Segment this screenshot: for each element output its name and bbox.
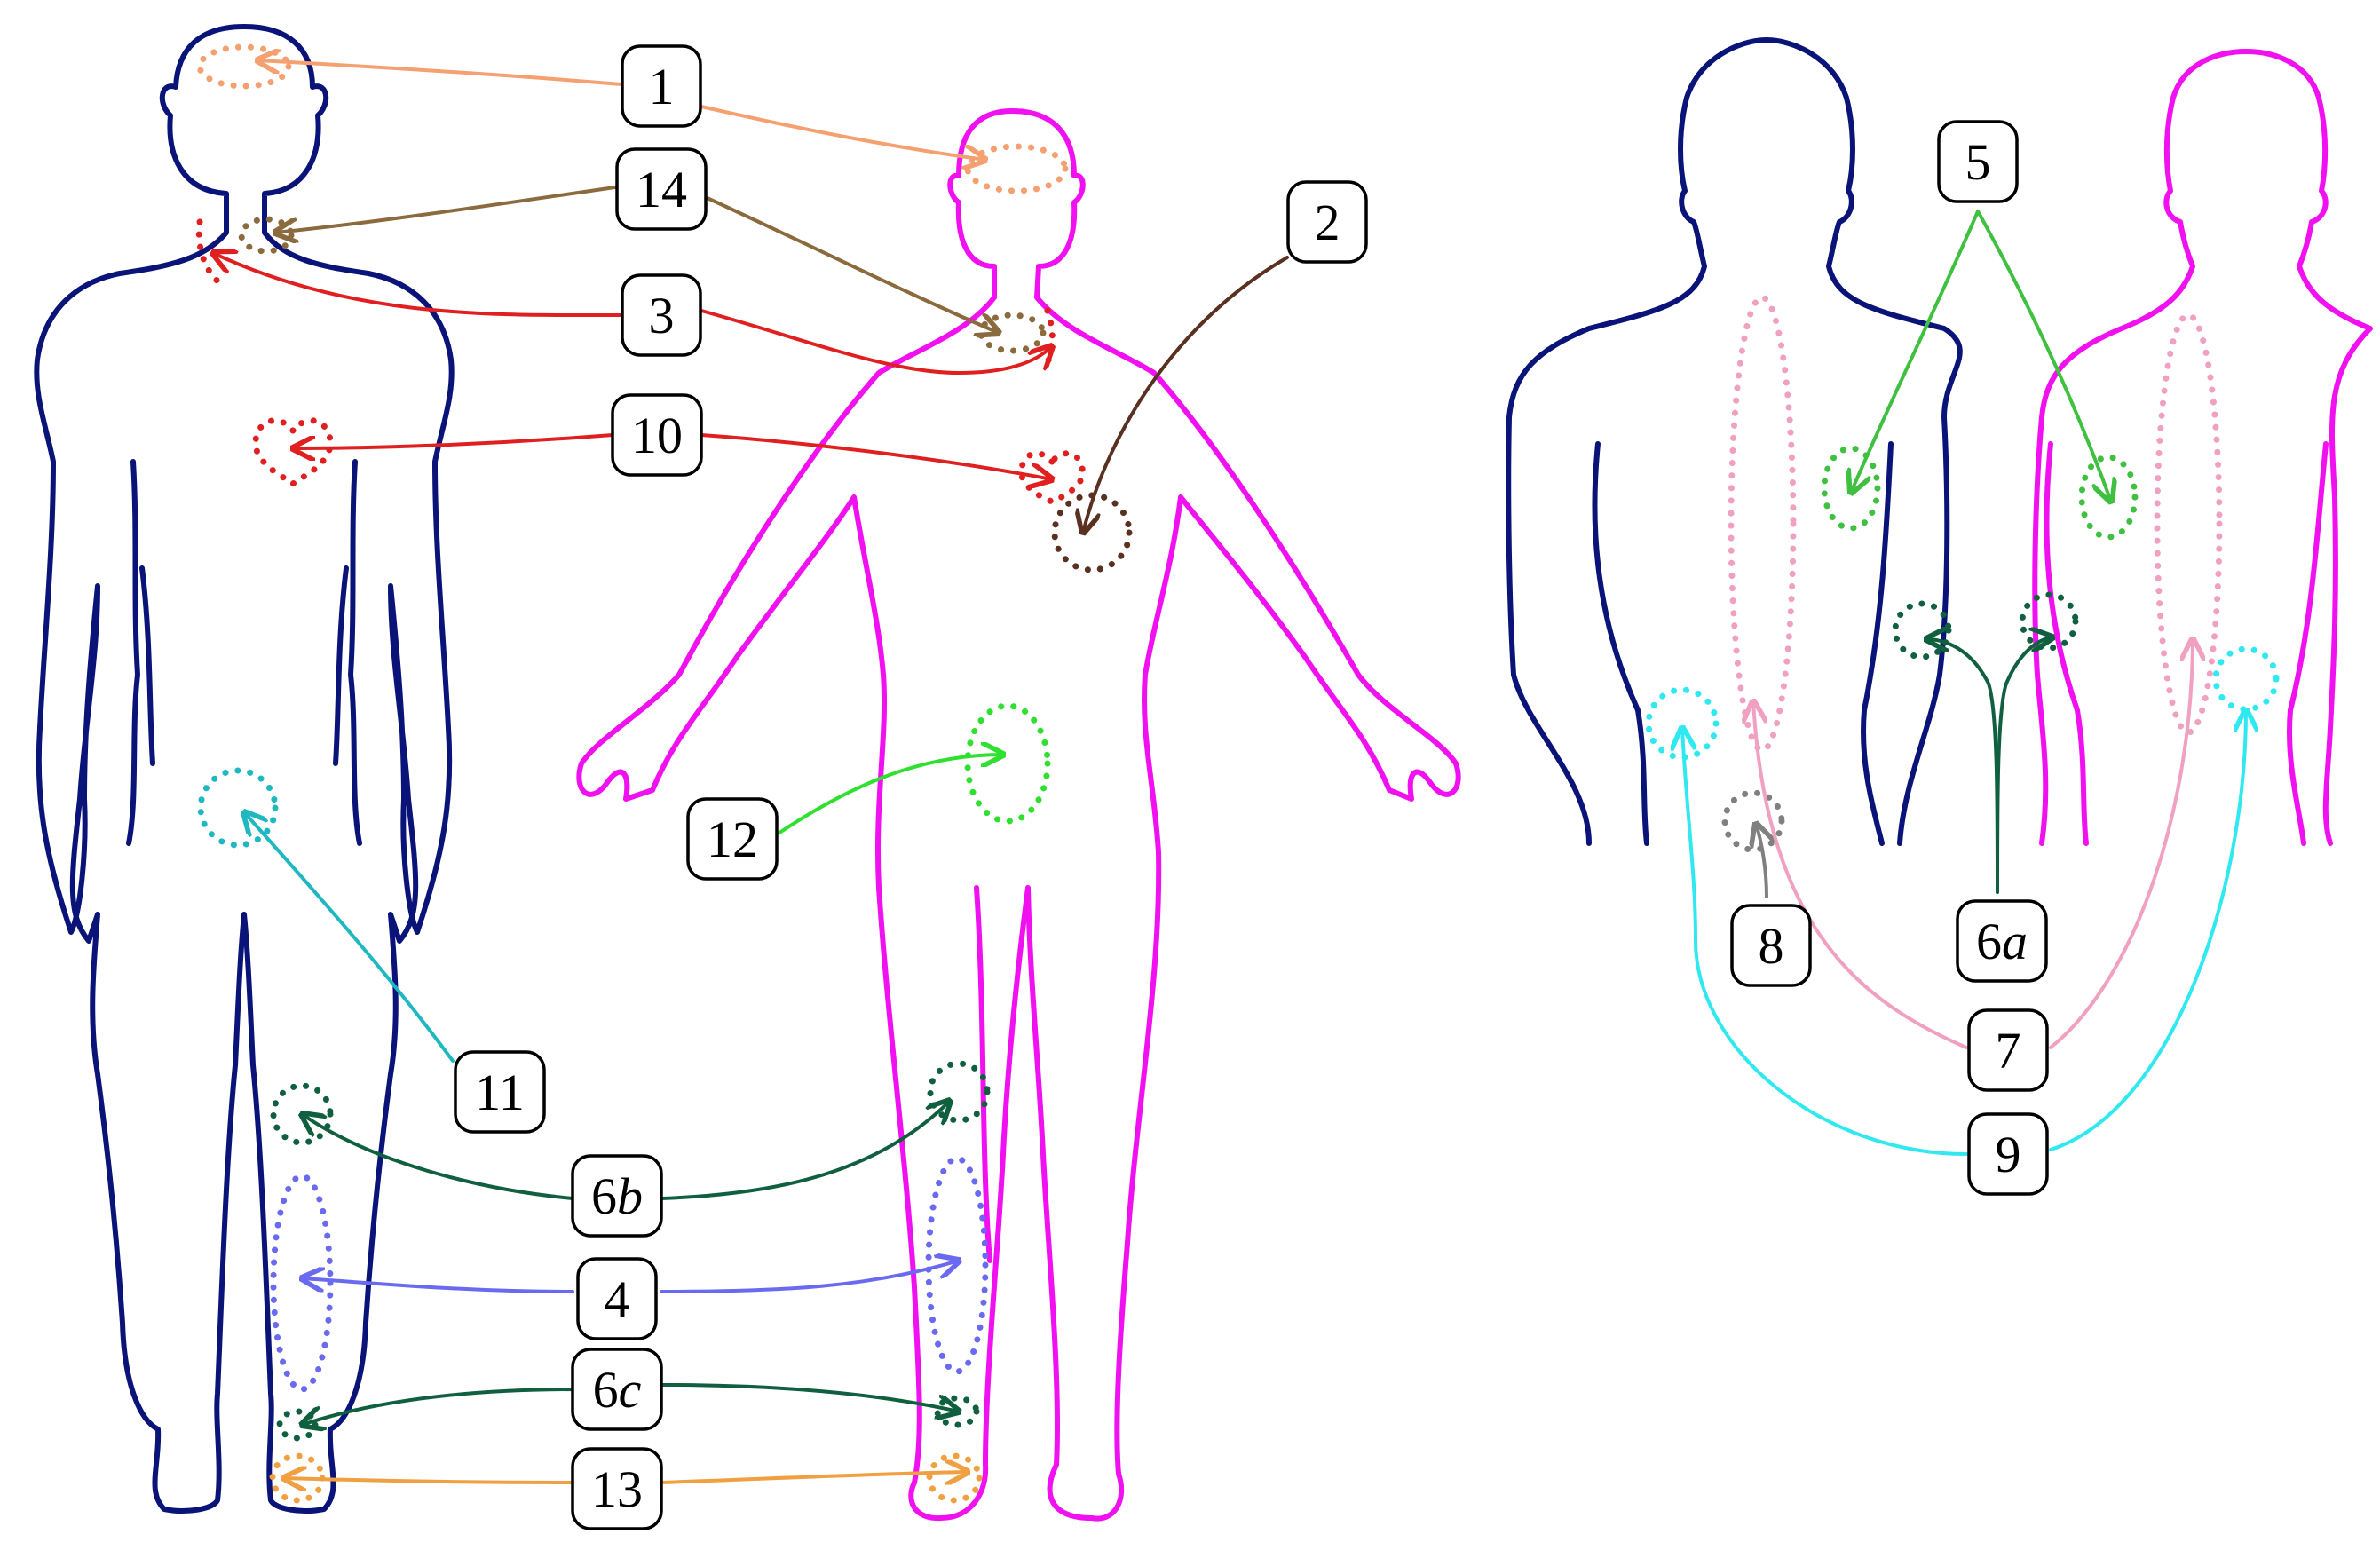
region-11-male	[197, 767, 279, 849]
region-4-female	[925, 1155, 989, 1375]
label-box-10: 10	[611, 393, 703, 477]
label-number: 6b	[591, 1167, 643, 1225]
label-number: 6c	[593, 1361, 642, 1419]
label-box-13: 13	[571, 1447, 663, 1530]
label-box-frame	[1967, 1112, 2049, 1196]
label-number: 2	[1315, 194, 1340, 251]
region-10-male	[252, 417, 334, 488]
label-box-frame	[621, 273, 702, 357]
label-number: 7	[1996, 1022, 2021, 1079]
region-5-male	[1821, 445, 1881, 532]
label-box-frame	[571, 1447, 663, 1530]
label-box-frame	[1967, 1008, 2049, 1092]
region-8-male	[1721, 789, 1785, 853]
label-box-6a: 6a	[1956, 899, 2048, 983]
label-box-frame	[686, 797, 779, 881]
region-6a-female	[2019, 591, 2079, 652]
label-box-7: 7	[1967, 1008, 2049, 1092]
region-10-female	[1018, 450, 1086, 505]
region-3-male	[195, 218, 225, 288]
label-box-frame	[621, 44, 702, 128]
label-number: 11	[475, 1064, 525, 1121]
region-7-male	[1728, 294, 1797, 754]
label-box-frame	[611, 393, 703, 477]
region-12-female	[964, 702, 1051, 825]
region-6b-female	[927, 1060, 991, 1124]
region-4-male	[270, 1173, 334, 1393]
label-box-2: 2	[1286, 180, 1368, 264]
region-3-female	[1040, 307, 1056, 372]
label-box-11: 11	[454, 1050, 546, 1134]
label-number: 6a	[1976, 913, 2028, 970]
label-number: 8	[1759, 917, 1784, 975]
label-box-12: 12	[686, 797, 779, 881]
connector-arrows	[213, 60, 2246, 1483]
female-front-figure	[576, 108, 1461, 1522]
label-number: 14	[636, 161, 687, 218]
label-box-frame	[571, 1154, 663, 1238]
label-box-9: 9	[1967, 1112, 2049, 1196]
label-box-frame	[1286, 180, 1368, 264]
label-number: 13	[591, 1460, 643, 1518]
region-9-female	[2212, 645, 2280, 713]
label-box-6b: 6b	[571, 1154, 663, 1238]
label-number: 10	[631, 407, 683, 464]
region-1-female	[964, 143, 1069, 194]
region-13-female	[926, 1452, 983, 1504]
label-number: 3	[649, 287, 675, 344]
label-box-4: 4	[576, 1257, 658, 1340]
label-number: 9	[1996, 1126, 2021, 1183]
label-number: 5	[1965, 133, 1991, 191]
region-7-female	[2154, 312, 2223, 736]
region-2-female	[1051, 492, 1133, 573]
label-box-8: 8	[1730, 904, 1812, 987]
label-box-frame	[454, 1050, 546, 1134]
label-box-5: 5	[1937, 120, 2019, 203]
label-box-frame	[615, 147, 708, 231]
label-number: 1	[649, 58, 675, 115]
label-box-1: 1	[621, 44, 702, 128]
region-5-female	[2078, 454, 2139, 541]
region-6b-male	[270, 1082, 334, 1146]
label-box-frame	[576, 1257, 658, 1340]
label-box-6c: 6c	[571, 1348, 663, 1431]
label-number: 12	[707, 811, 758, 868]
label-box-14: 14	[615, 147, 708, 231]
label-number: 4	[605, 1270, 630, 1328]
affected-regions	[195, 43, 2280, 1504]
label-box-frame	[1937, 120, 2019, 203]
label-box-frame	[1956, 899, 2048, 983]
region-1-male	[196, 43, 292, 90]
label-box-frame	[571, 1348, 663, 1431]
region-14-female	[977, 312, 1047, 354]
label-boxes: 1 14 3 10 2 12 11 6b 4 6c 13 5 8 6a 7 9	[454, 44, 2049, 1530]
label-box-frame	[1730, 904, 1812, 987]
female-back-figure	[2032, 49, 2373, 846]
male-back-figure	[1506, 37, 1963, 846]
label-box-3: 3	[621, 273, 702, 357]
region-6c-male	[276, 1408, 319, 1442]
male-front-figure	[34, 24, 455, 1514]
